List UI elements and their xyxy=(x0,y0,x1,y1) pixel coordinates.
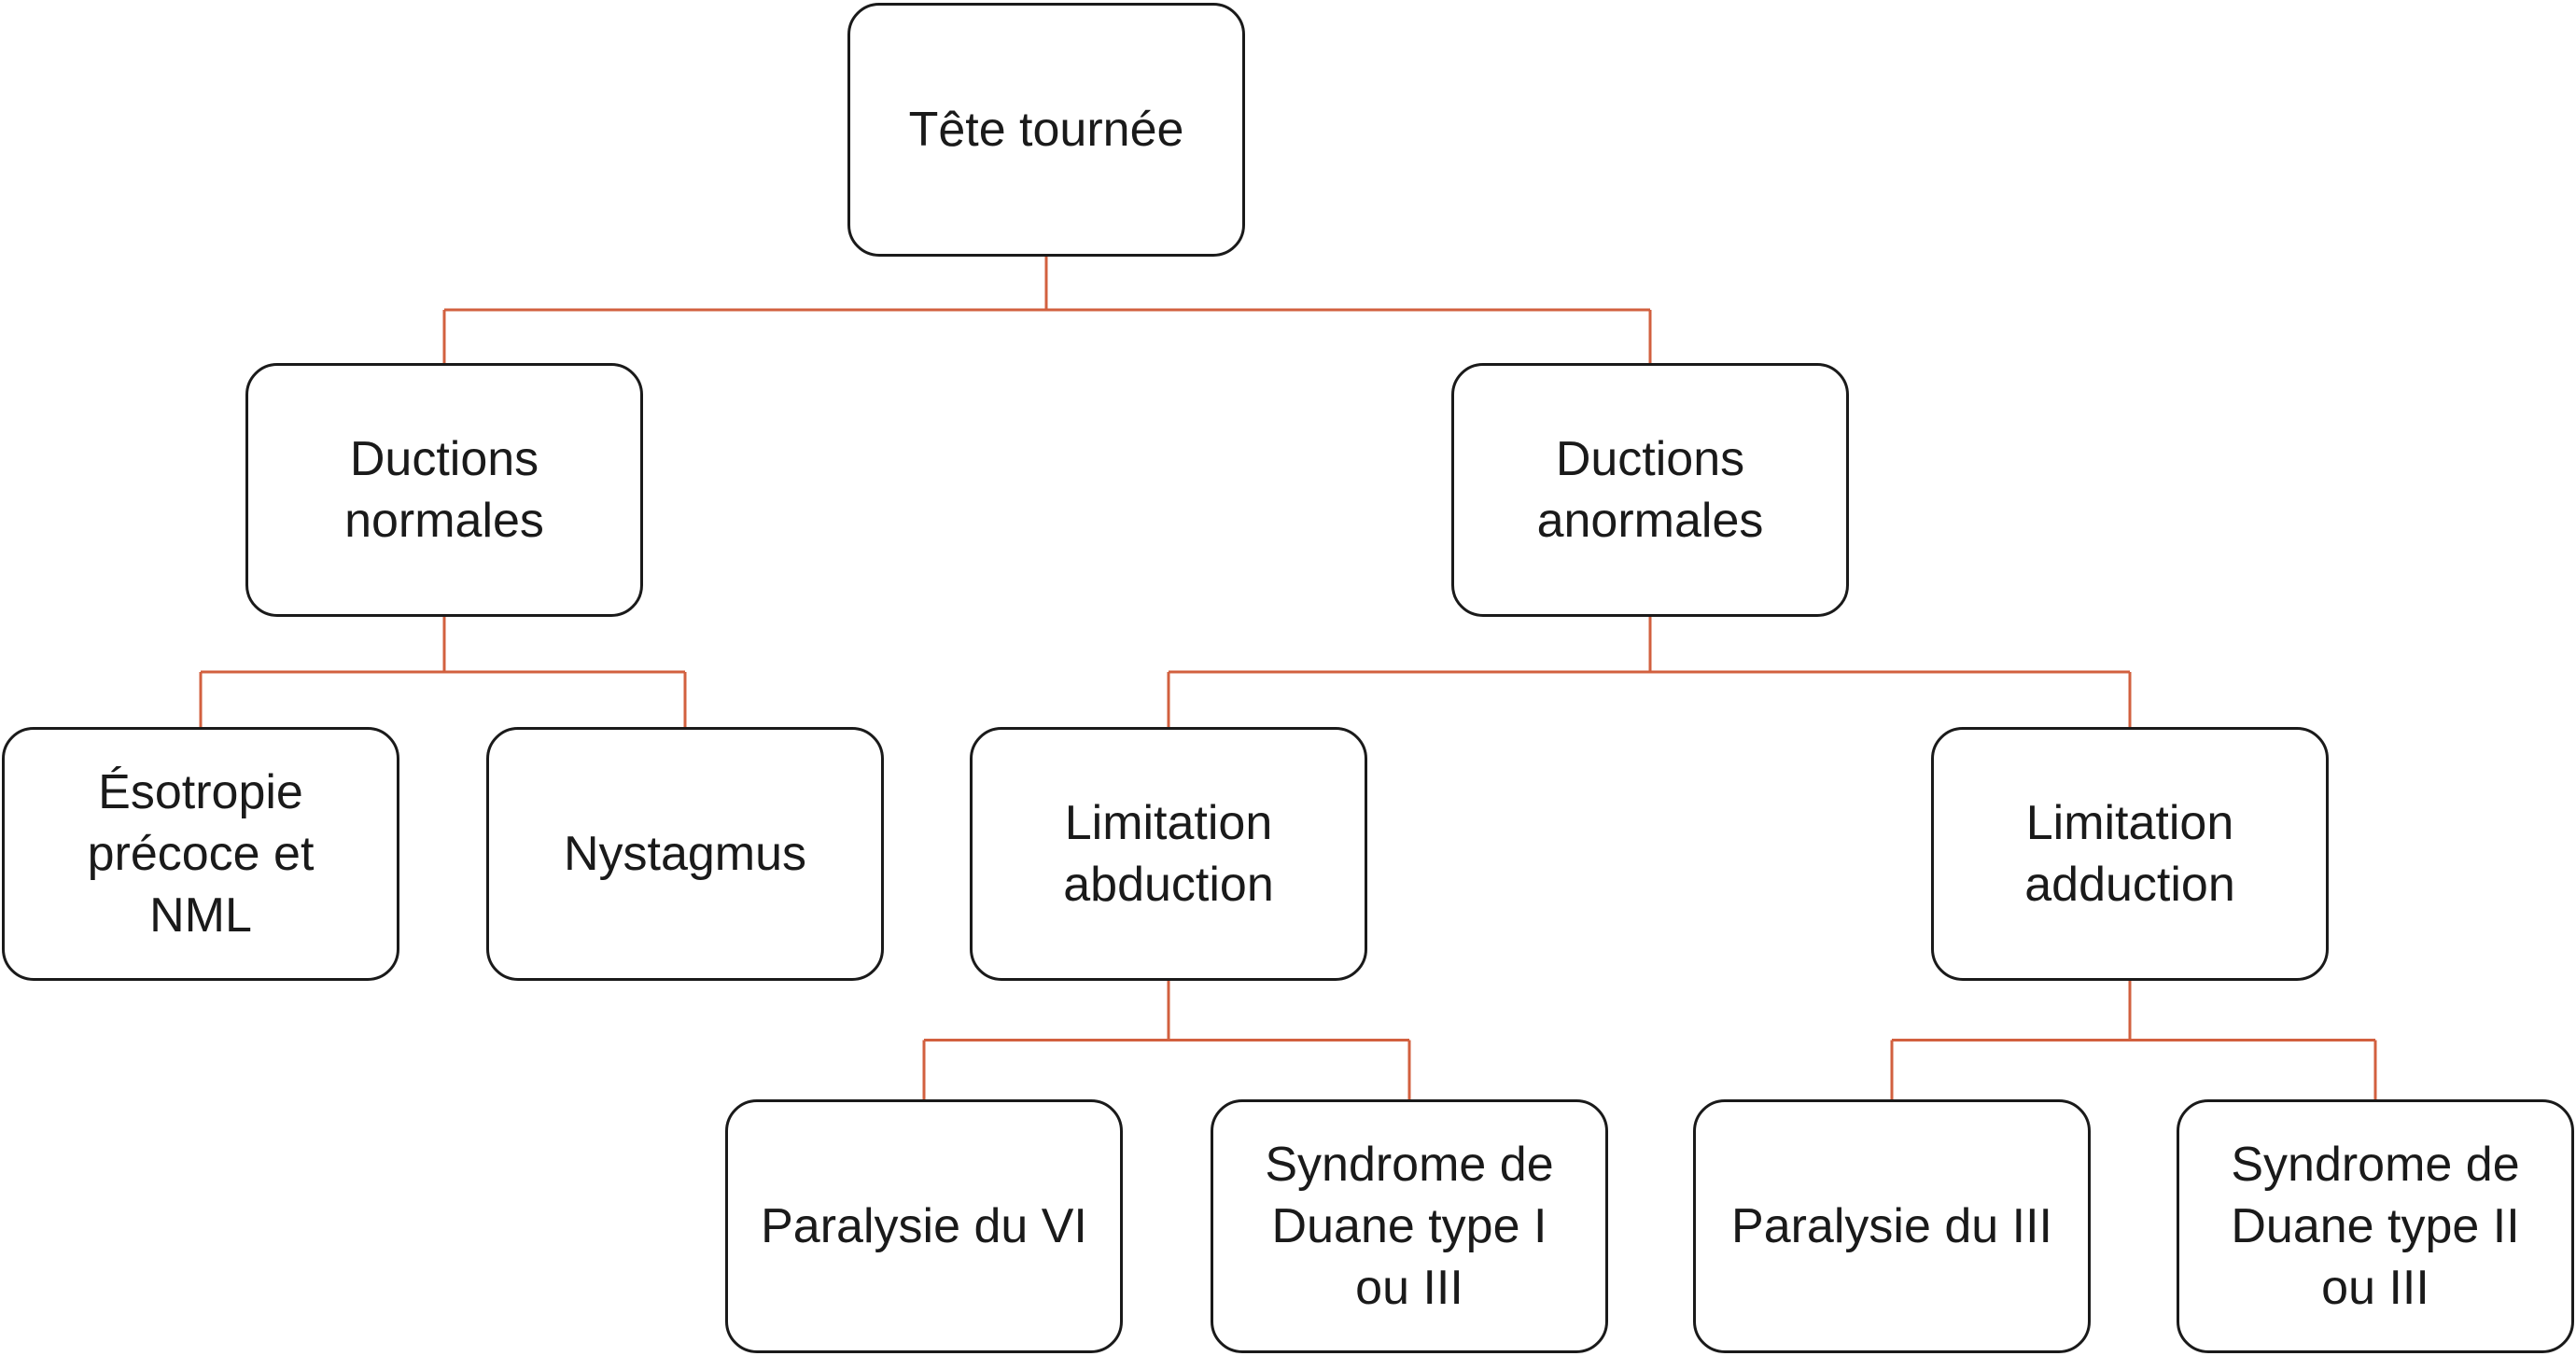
node-label-esotropie-precoce: Ésotropie précoce et NML xyxy=(87,765,315,943)
node-esotropie-precoce: Ésotropie précoce et NML xyxy=(2,727,399,981)
node-label-duane-type-2-3: Syndrome de Duane type II ou III xyxy=(2231,1138,2520,1315)
node-limitation-abduction: Limitation abduction xyxy=(970,727,1367,981)
node-label-tete-tournee: Tête tournée xyxy=(908,103,1184,157)
node-ductions-anormales: Ductions anormales xyxy=(1451,363,1849,617)
node-label-ductions-anormales: Ductions anormales xyxy=(1536,432,1764,548)
node-label-duane-type-1-3: Syndrome de Duane type I ou III xyxy=(1265,1138,1554,1315)
node-nystagmus: Nystagmus xyxy=(486,727,884,981)
node-label-paralysie-vi: Paralysie du VI xyxy=(761,1199,1087,1253)
node-label-limitation-adduction: Limitation adduction xyxy=(2024,796,2235,912)
node-label-limitation-abduction: Limitation abduction xyxy=(1063,796,1274,912)
node-label-nystagmus: Nystagmus xyxy=(563,827,807,881)
node-paralysie-vi: Paralysie du VI xyxy=(725,1099,1123,1353)
node-paralysie-iii: Paralysie du III xyxy=(1693,1099,2091,1353)
node-tete-tournee: Tête tournée xyxy=(847,3,1245,257)
node-duane-type-2-3: Syndrome de Duane type II ou III xyxy=(2177,1099,2574,1353)
node-duane-type-1-3: Syndrome de Duane type I ou III xyxy=(1211,1099,1608,1353)
node-limitation-adduction: Limitation adduction xyxy=(1931,727,2329,981)
node-label-paralysie-iii: Paralysie du III xyxy=(1731,1199,2052,1253)
node-label-ductions-normales: Ductions normales xyxy=(344,432,544,548)
node-ductions-normales: Ductions normales xyxy=(245,363,643,617)
